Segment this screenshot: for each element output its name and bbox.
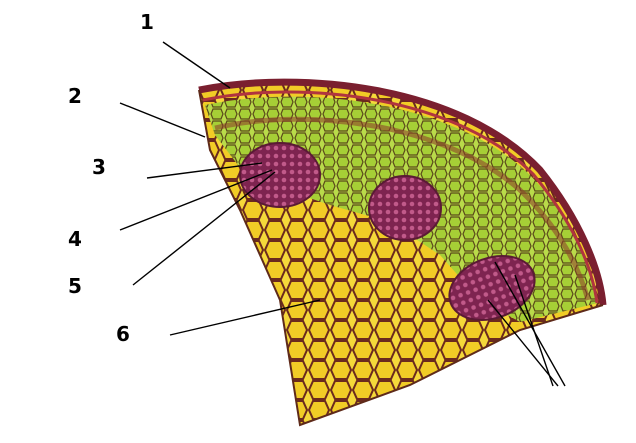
label-2: 2 bbox=[68, 86, 82, 106]
label-5: 5 bbox=[68, 276, 82, 296]
label-1: 1 bbox=[140, 12, 154, 32]
vascular-bundle-1 bbox=[240, 143, 320, 207]
label-4: 4 bbox=[68, 229, 82, 249]
stem-sector bbox=[199, 82, 603, 425]
leader-line-2 bbox=[120, 103, 205, 137]
label-6: 6 bbox=[116, 324, 130, 344]
label-3: 3 bbox=[92, 157, 106, 177]
vascular-bundle-2 bbox=[369, 176, 441, 240]
leader-line-1 bbox=[163, 42, 230, 88]
